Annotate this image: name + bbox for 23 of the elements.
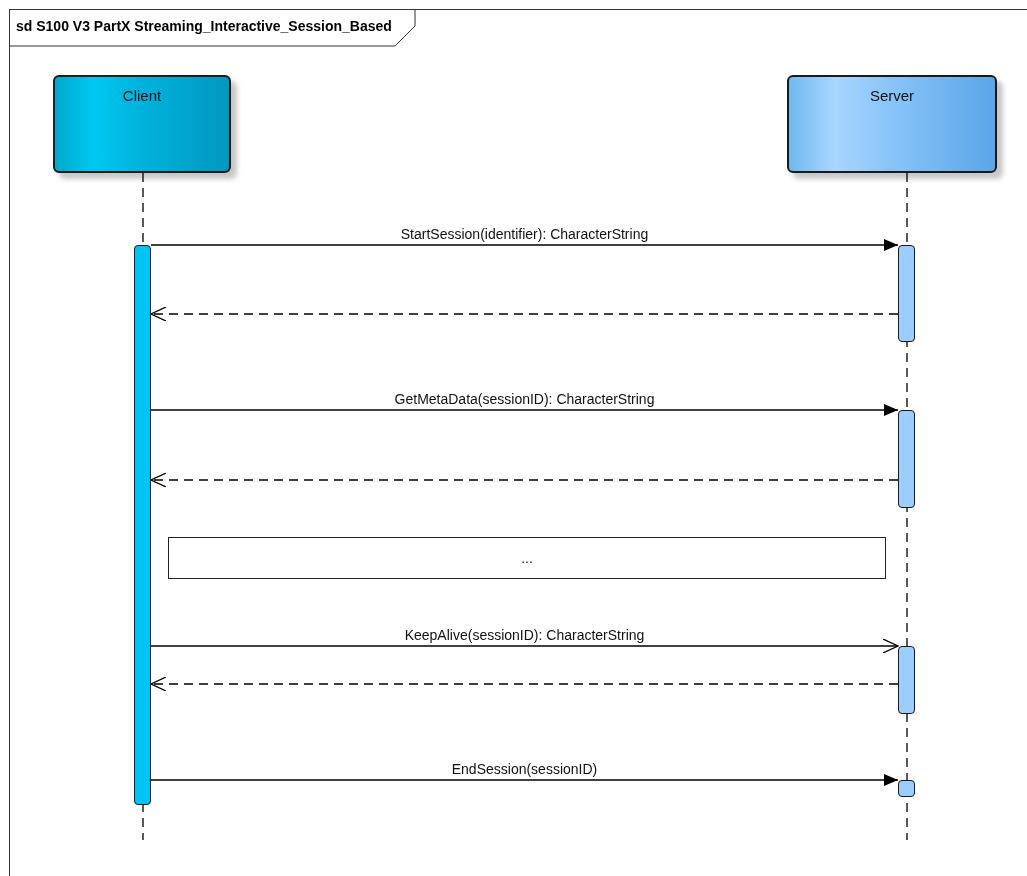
lifeline-head [787,75,997,173]
activation-bar [134,245,151,805]
edge-label: KeepAlive(sessionID): CharacterString [402,627,647,643]
return-message-arrow [150,676,899,692]
return-message-arrow [150,306,899,322]
message-arrow [150,638,899,654]
lifeline-head [53,75,231,173]
fragment-box [168,537,886,579]
edge-label: EndSession(sessionID) [449,761,600,777]
activation-bar [898,410,915,508]
lifeline-name: Client [122,87,162,104]
lifeline-name: Server [869,87,915,104]
message-arrow [150,239,899,251]
message-arrow [150,774,899,786]
activation-bar [898,780,915,797]
fragment-text: ... [521,550,533,566]
activation-bar [898,646,915,714]
edge-label: GetMetaData(sessionID): CharacterString [392,391,657,407]
edge-label: StartSession(identifier): CharacterString [398,226,651,242]
activation-bar [898,245,915,342]
message-arrow [150,404,899,416]
return-message-arrow [150,472,899,488]
diagram-title: sd S100 V3 PartX Streaming_Interactive_Session_Based [16,18,392,34]
